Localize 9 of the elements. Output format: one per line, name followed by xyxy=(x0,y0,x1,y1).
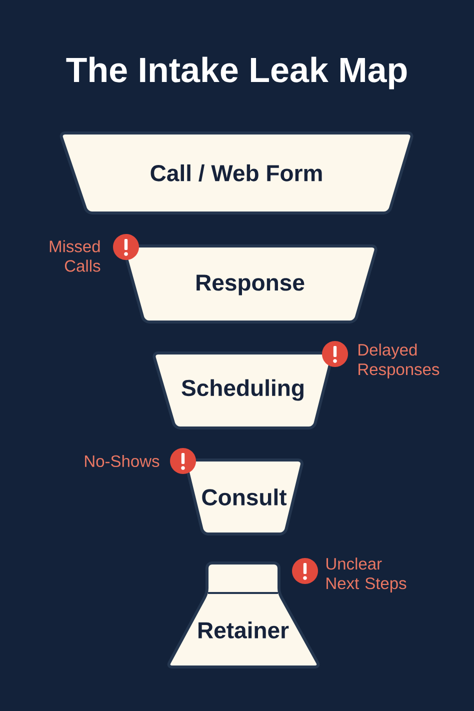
funnel-stage: Response xyxy=(122,244,378,324)
leak-label: Unclear Next Steps xyxy=(326,558,406,592)
funnel-stage: Scheduling xyxy=(152,352,334,430)
funnel-stage: Call / Web Form xyxy=(60,132,414,214)
leak-label: Delayed Responses xyxy=(358,344,440,378)
leak-label: No-Shows xyxy=(85,454,160,468)
funnel-stage: Retainer xyxy=(167,562,320,668)
title: The Intake Leak Map xyxy=(66,56,407,90)
leak-label: Missed Calls xyxy=(50,240,100,272)
